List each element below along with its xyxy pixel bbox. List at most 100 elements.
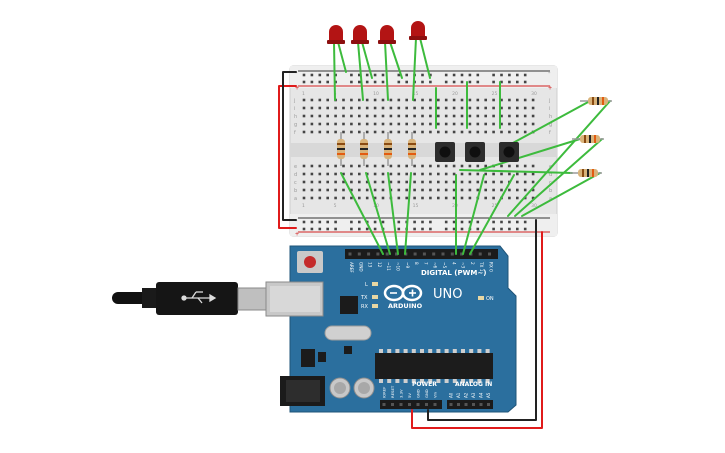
breadboard-hole [365,130,369,134]
resistor6-lead-b [514,138,603,217]
breadboard-hole [358,98,361,102]
breadboard-rail-hole [516,80,519,84]
breadboard-hole [334,180,337,184]
breadboard-hole [302,164,306,168]
breadboard-hole [389,164,393,168]
breadboard-hole [358,122,361,126]
breadboard-row-letter: i [294,106,295,112]
resistor-1[interactable] [337,132,345,166]
push-button-1[interactable] [435,142,455,162]
breadboard-row-letter: h [549,114,552,120]
push-button-2[interactable] [465,142,485,162]
breadboard-hole [326,188,329,192]
digital-pin-hole [460,252,464,256]
chip-pin [395,349,400,353]
breadboard-row-letter: d [294,172,297,178]
breadboard-hole [358,114,361,118]
push-button-3[interactable] [499,142,519,162]
breadboard-hole [413,188,416,192]
breadboard-rail-hole [516,220,519,224]
breadboard-hole [531,196,535,200]
breadboard-hole [405,114,408,118]
breadboard-rail-hole [492,73,495,77]
resistor-6[interactable] [572,135,604,143]
digital-pin-label: 4 [451,262,456,265]
breadboard-hole [429,122,432,126]
breadboard-hole [421,180,424,184]
red-led-2[interactable] [351,25,369,44]
breadboard-hole [334,106,337,110]
breadboard-hole [365,114,369,118]
breadboard-hole [397,196,401,200]
resistor-5[interactable] [580,97,612,105]
breadboard-hole [350,98,353,102]
wire-led3-pin11 [387,172,399,255]
wire-gnd [427,219,537,421]
red-led-3[interactable] [378,25,396,44]
breadboard-hole [429,106,432,110]
power-label: POWER [412,381,437,388]
breadboard-hole [492,130,495,134]
breadboard-column-number: 15 [413,203,419,209]
breadboard-hole [421,98,424,102]
digital-pin-hole [432,252,436,256]
breadboard-hole [381,164,385,168]
breadboard-rail-hole [413,220,416,224]
chip-pin [420,349,424,353]
digital-pin-label: GND [358,262,363,272]
breadboard-rail-hole [318,227,322,231]
breadboard-rail-hole [318,73,322,77]
power-pin-label: GND [416,389,421,398]
breadboard-hole [468,180,472,184]
breadboard-hole [350,188,353,192]
analog-pin-label: A3 [471,392,476,398]
breadboard-hole [452,122,456,126]
resistor-7[interactable] [570,169,602,177]
breadboard-hole [429,114,432,118]
breadboard-hole [405,98,408,102]
breadboard-column-number: 30 [531,203,537,209]
breadboard-hole [500,106,503,110]
breadboard-rail-hole [500,220,503,224]
resistor5-lead-b [507,100,611,217]
breadboard-hole [429,196,432,200]
breadboard-hole [484,98,487,102]
breadboard-hole [437,106,440,110]
resistor7-lead-b [521,172,601,217]
red-led-4[interactable] [409,21,427,40]
resistor-3[interactable] [384,132,392,166]
breadboard-hole [460,106,464,110]
breadboard-hole [381,172,385,176]
breadboard-hole [310,180,314,184]
reset-button-cap[interactable] [304,256,316,268]
breadboard-hole [373,98,377,102]
breadboard-hole [389,180,393,184]
breadboard-hole [421,114,424,118]
digital-pin-label: 12 [377,262,382,268]
breadboard-hole [397,172,401,176]
led4-lead-a [412,37,417,101]
breadboard-hole [397,188,401,192]
breadboard-hole [476,114,480,118]
resistor-4[interactable] [408,132,416,166]
breadboard-row-letter: c [549,180,552,186]
digital-pin-label: 13 [368,262,373,268]
breadboard-hole [508,172,511,176]
breadboard-rail-hole [468,73,472,77]
breadboard-rail-hole [310,227,314,231]
resistor-2[interactable] [360,132,368,166]
breadboard-hole [318,122,322,126]
breadboard-rail-hole [350,80,353,84]
breadboard-row-letter: f [294,130,296,136]
breadboard-row-letter: j [548,98,550,104]
breadboard-hole [373,180,377,184]
breadboard-rail-hole [302,220,306,224]
rail-minus-label-bottom: - [295,217,298,225]
breadboard-rail-hole [429,80,432,84]
breadboard-hole [460,114,464,118]
breadboard-rail-hole [365,227,369,231]
breadboard-rail-hole [476,227,480,231]
breadboard-rail-hole [326,80,329,84]
red-led-1[interactable] [327,25,345,44]
breadboard-hole [421,106,424,110]
